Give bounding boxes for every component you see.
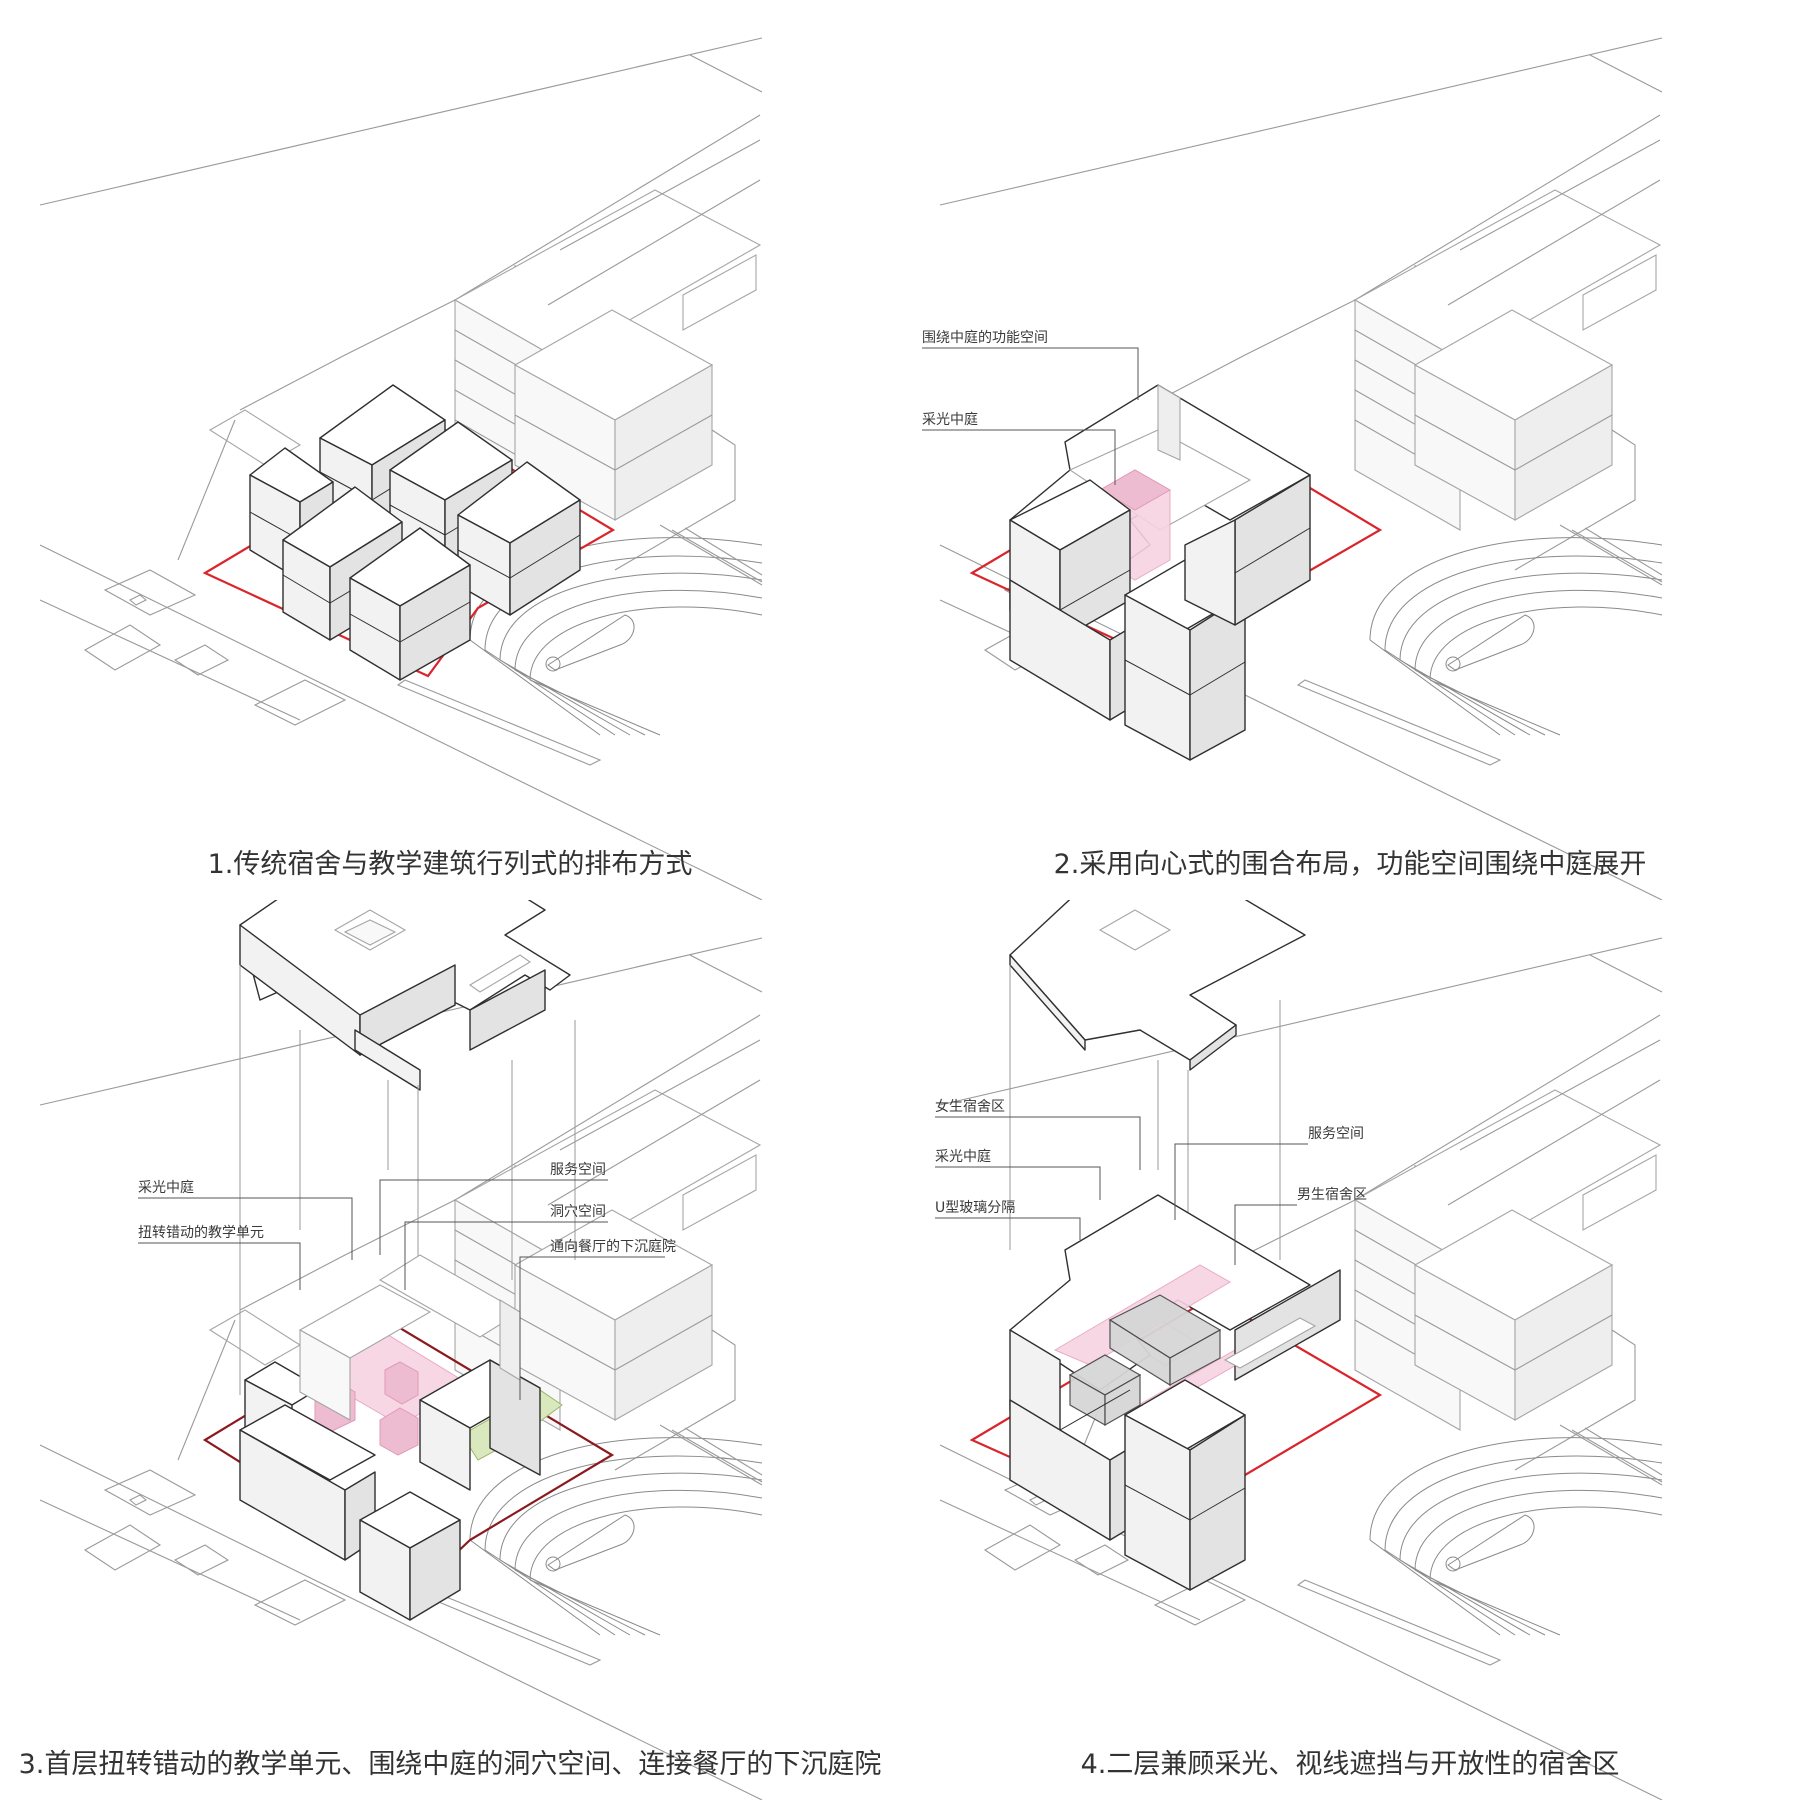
- panel-1-diagram: [39, 37, 763, 900]
- callout-functional-space: 围绕中庭的功能空间: [922, 330, 1048, 346]
- callout-twisted-teaching-units: 扭转错动的教学单元: [138, 1225, 264, 1241]
- upper-floor-slab: [1009, 900, 1306, 1061]
- panel-1: 1.传统宿舍与教学建筑行列式的排布方式: [0, 0, 900, 900]
- panel-3-caption: 3.首层扭转错动的教学单元、围绕中庭的洞穴空间、连接餐厅的下沉庭院: [18, 1749, 882, 1780]
- callout-light-courtyard: 采光中庭: [138, 1180, 194, 1196]
- callout-girls-dorm: 女生宿舍区: [935, 1099, 1005, 1115]
- callout-sunken-courtyard: 通向餐厅的下沉庭院: [550, 1239, 676, 1255]
- callout-u-glass-partition: U型玻璃分隔: [935, 1200, 1016, 1216]
- panel-1-caption: 1.传统宿舍与教学建筑行列式的排布方式: [207, 849, 693, 880]
- callout-service-space: 服务空间: [1308, 1126, 1364, 1142]
- panel-2-caption: 2.采用向心式的围合布局，功能空间围绕中庭展开: [1053, 849, 1647, 880]
- panel-2: 围绕中庭的功能空间 采光中庭 2.采用向心式的围合布局，功能空间围绕中庭展开: [900, 0, 1800, 900]
- panel-2-diagram: [922, 37, 1663, 900]
- panel-4-caption: 4.二层兼顾采光、视线遮挡与开放性的宿舍区: [1080, 1749, 1620, 1780]
- panel-4: 女生宿舍区 采光中庭 U型玻璃分隔 服务空间 男生宿舍区 4.二层兼顾采光、视线…: [900, 900, 1800, 1800]
- callout-service-space: 服务空间: [550, 1162, 606, 1178]
- panel-3: 采光中庭 扭转错动的教学单元 服务空间 洞穴空间 通向餐厅的下沉庭院 3.首层扭…: [0, 900, 900, 1800]
- callout-light-courtyard: 采光中庭: [935, 1149, 991, 1165]
- panel-3-diagram: [39, 900, 763, 1800]
- callout-cave-space: 洞穴空间: [550, 1204, 606, 1220]
- callout-boys-dorm: 男生宿舍区: [1297, 1187, 1367, 1203]
- panel-4-diagram: [935, 900, 1663, 1800]
- callout-light-courtyard: 采光中庭: [922, 412, 978, 428]
